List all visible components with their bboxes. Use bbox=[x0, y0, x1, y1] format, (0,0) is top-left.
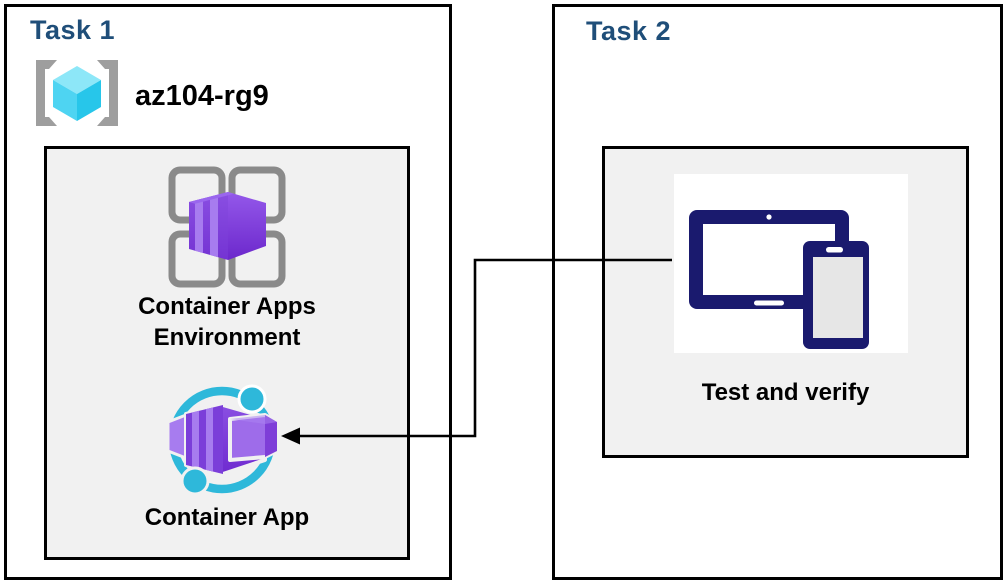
container-app-icon bbox=[166, 384, 279, 496]
stripe bbox=[206, 407, 213, 472]
container-apps-environment-icon bbox=[168, 166, 286, 288]
scale-dot-top bbox=[237, 384, 267, 414]
test-and-verify-label: Test and verify bbox=[701, 379, 870, 406]
bracket-right bbox=[97, 60, 118, 126]
right-cube bbox=[228, 413, 279, 462]
main-front-face bbox=[186, 405, 223, 474]
resource-group-name: az104-rg9 bbox=[135, 79, 269, 112]
task1-title: Task 1 bbox=[30, 15, 116, 45]
task1-box: Task 1 az104-rg9 bbox=[4, 4, 452, 580]
bracket-left bbox=[36, 60, 57, 126]
task2-box: Task 2 bbox=[552, 4, 1003, 580]
scale-dot-bottom bbox=[180, 466, 210, 496]
left-flap bbox=[166, 413, 188, 460]
phone-shape bbox=[803, 241, 869, 349]
container-app-label: Container App bbox=[144, 504, 310, 531]
resource-group-row: az104-rg9 bbox=[35, 59, 269, 127]
cube-shape bbox=[53, 66, 101, 121]
resource-group-icon bbox=[36, 60, 118, 126]
devices-icon-plate bbox=[674, 174, 908, 353]
stripe bbox=[192, 410, 199, 469]
container-box bbox=[189, 192, 266, 260]
tablet-and-phone-icon bbox=[689, 210, 869, 349]
task2-inner-panel: Test and verify bbox=[602, 146, 969, 458]
container-apps-environment-label: Container Apps Environment bbox=[138, 293, 316, 351]
task2-title: Task 2 bbox=[586, 16, 672, 46]
task1-inner-panel: Container Apps Environment bbox=[44, 146, 410, 560]
